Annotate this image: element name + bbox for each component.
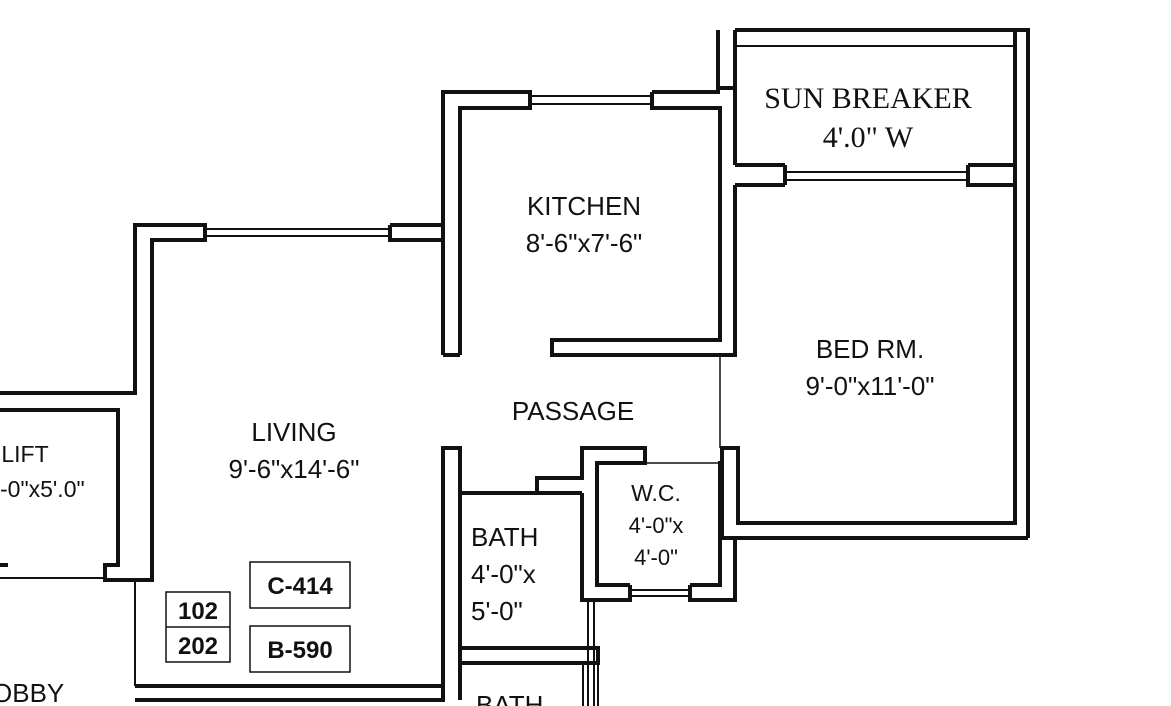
living-label: LIVING	[251, 417, 336, 447]
kitchen-dims: 8'-6"x7'-6"	[526, 228, 643, 258]
sun-breaker-label: SUN BREAKER	[764, 82, 972, 115]
passage-label: PASSAGE	[512, 396, 634, 426]
bath-label: BATH	[471, 522, 538, 552]
bedroom-dims: 9'-0"x11'-0"	[805, 371, 934, 401]
wc-label: W.C.	[631, 480, 681, 506]
wc-dims-line2: 4'-0"	[634, 545, 678, 570]
bath-wc-walls	[441, 446, 737, 706]
unit-number-b: 202	[178, 633, 218, 660]
bath-dims-line1: 4'-0"x	[471, 559, 536, 589]
b-code-box	[249, 625, 351, 673]
lift-label: LIFT	[1, 441, 48, 467]
living-dims: 9'-6"x14'-6"	[228, 454, 359, 484]
bath2-label: BATH	[476, 690, 543, 706]
c-code-tag: C-414	[267, 573, 333, 600]
lift-dims: -0"x5'.0"	[0, 476, 85, 502]
lobby-label: OBBY	[0, 678, 64, 706]
b-code-tag: B-590	[267, 637, 332, 664]
wc-dims-line1: 4'-0"x	[629, 513, 684, 538]
c-code-box	[249, 561, 351, 609]
kitchen-label: KITCHEN	[527, 191, 641, 221]
bedroom-label: BED RM.	[816, 334, 924, 364]
sun-breaker-dims: 4'.0" W	[823, 121, 914, 154]
kitchen-walls	[441, 88, 737, 357]
living-walls	[0, 223, 445, 702]
sun-breaker-walls	[716, 28, 1030, 538]
bath-dims-line2: 5'-0"	[471, 596, 523, 626]
unit-number-a: 102	[178, 598, 218, 625]
